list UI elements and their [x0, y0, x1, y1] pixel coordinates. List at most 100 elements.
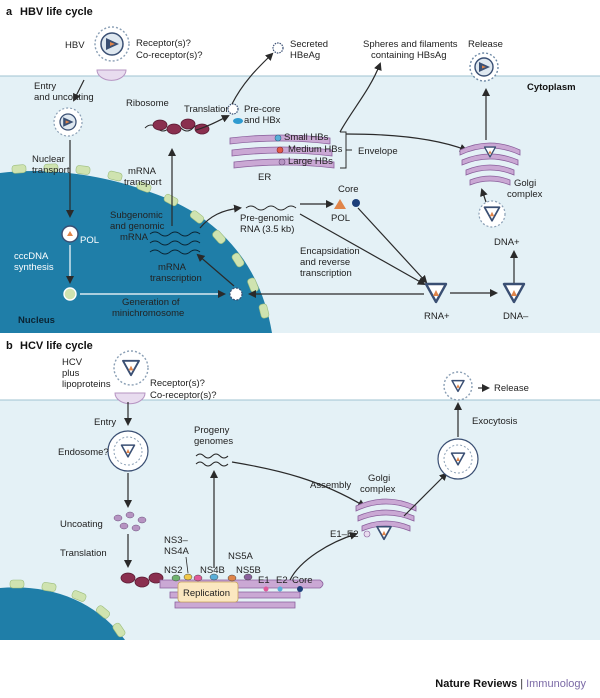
- cytoplasm-label: Cytoplasm: [527, 82, 576, 93]
- core-label-a: Core: [338, 184, 359, 195]
- hcv-virion: [113, 350, 149, 386]
- progeny-label-1: Progeny: [194, 425, 230, 436]
- panel-a: a HBV life cycle Cytoplasm Nucleus: [0, 6, 600, 333]
- e2-label: E2: [276, 575, 288, 586]
- core-label-b: Core: [292, 575, 313, 586]
- nuclear-transport-label-1: Nuclear: [32, 154, 65, 165]
- uncoating-label: and uncoating: [34, 92, 94, 103]
- cccdna-label-1: cccDNA: [14, 251, 49, 262]
- ns2-label: NS2: [164, 565, 182, 576]
- progeny-waves: [195, 453, 229, 467]
- assembly-label: Assembly: [310, 480, 351, 491]
- generation-label-2: minichromosome: [112, 308, 184, 319]
- receptor-shape-b: [114, 392, 146, 405]
- dna-plus-virion: [478, 200, 506, 228]
- pol-protein-a: [334, 199, 346, 209]
- panel-b: b HCV life cycle HCV plus lipoproteins R…: [0, 340, 600, 640]
- credit-separator: |: [520, 678, 524, 690]
- released-hbv-virion: [469, 52, 499, 82]
- endosome-label: Endosome?: [58, 447, 109, 458]
- hbv-label: HBV: [65, 40, 85, 51]
- pregenomic-label-2: RNA (3.5 kb): [240, 224, 294, 235]
- hcv-label-2: plus: [62, 368, 80, 379]
- ns4b-label: NS4B: [200, 565, 225, 576]
- pol-cytoplasm-label: POL: [331, 213, 350, 224]
- uncoating-label-b: Uncoating: [60, 519, 103, 530]
- subgenomic-label-2: and genomic: [110, 221, 165, 232]
- er-label: ER: [258, 172, 271, 183]
- rna-plus-label: RNA+: [424, 311, 450, 322]
- released-hcv-virion: [443, 371, 473, 401]
- encapsidation-label-1: Encapsidation: [300, 246, 360, 257]
- coreceptor-label-a: Co-receptor(s)?: [136, 50, 203, 61]
- hcv-label-3: lipoproteins: [62, 379, 111, 390]
- panel-a-letter: a: [6, 6, 13, 18]
- large-hbs-label: Large HBs: [288, 156, 333, 167]
- subgenomic-label-3: mRNA: [120, 232, 149, 243]
- precore-label-2: and HBx: [244, 115, 281, 126]
- mrna-transport-label-2: transport: [124, 177, 162, 188]
- nuclear-pores-b: [9, 579, 126, 638]
- encapsidation-label-3: transcription: [300, 268, 352, 279]
- release-label-a: Release: [468, 39, 503, 50]
- uncoating-virion: [53, 107, 83, 137]
- entry-label-b: Entry: [94, 417, 116, 428]
- translation-label-b: Translation: [60, 548, 107, 559]
- medium-hbs-label: Medium HBs: [288, 144, 343, 155]
- exocytosis-vesicle: [437, 438, 479, 480]
- pol-nucleus-label: POL: [80, 235, 99, 246]
- release-label-b: Release: [494, 383, 529, 394]
- hbv-virion: [94, 26, 130, 62]
- mrna-transcription-label-2: transcription: [150, 273, 202, 284]
- ribosome-cluster-b: [120, 572, 164, 588]
- nucleus-shape-b: [0, 587, 125, 640]
- secreted-hbeag-particle: [272, 42, 284, 54]
- generation-label-1: Generation of: [122, 297, 180, 308]
- mrna-transport-label-1: mRNA: [128, 166, 157, 177]
- golgi-b-label-1: Golgi: [368, 473, 390, 484]
- translation-label-a: Translation: [184, 104, 231, 115]
- pregenomic-label-1: Pre-genomic: [240, 213, 294, 224]
- golgi-a: [459, 142, 521, 186]
- hbx-particle: [233, 118, 243, 124]
- secreted-label-2: HBeAg: [290, 50, 320, 61]
- progeny-label-2: genomes: [194, 436, 233, 447]
- nuclear-transport-label-2: transport: [32, 165, 70, 176]
- entry-label: Entry: [34, 81, 56, 92]
- endosome: [107, 430, 149, 472]
- credit-section: Immunology: [526, 678, 586, 690]
- pregenomic-rna-wave: [245, 205, 297, 211]
- receptor-label-a: Receptor(s)?: [136, 38, 191, 49]
- secreted-label-1: Secreted: [290, 39, 328, 50]
- mrna-transcription-label-1: mRNA: [158, 262, 187, 273]
- nucleus-label: Nucleus: [18, 315, 55, 326]
- hcv-label-1: HCV: [62, 357, 83, 368]
- ns5a-label: NS5A: [228, 551, 253, 562]
- subgenomic-label-1: Subgenomic: [110, 210, 163, 221]
- nuclear-capsid: [61, 225, 79, 243]
- cccdna-label-2: synthesis: [14, 262, 54, 273]
- ns5b-label: NS5B: [236, 565, 261, 576]
- cccdna-circle: [63, 287, 77, 301]
- precore-label-1: Pre-core: [244, 104, 280, 115]
- ns3-label-1: NS3–: [164, 535, 188, 546]
- panel-b-letter: b: [6, 340, 13, 352]
- credit-journal: Nature Reviews: [435, 678, 518, 690]
- receptor-shape: [96, 69, 127, 81]
- precore-particle: [227, 103, 239, 115]
- dna-plus-label: DNA+: [494, 237, 520, 248]
- panel-b-title: HCV life cycle: [20, 340, 93, 352]
- e1-label: E1: [258, 575, 270, 586]
- figure-credit: Nature Reviews|Immunology: [435, 678, 586, 690]
- small-hbs-label: Small HBs: [284, 132, 329, 143]
- mrna-waves: [149, 231, 201, 255]
- encapsidation-label-2: and reverse: [300, 257, 350, 268]
- ns3-label-2: NS4A: [164, 546, 189, 557]
- golgi-a-label-1: Golgi: [514, 178, 536, 189]
- panel-a-title: HBV life cycle: [20, 6, 93, 18]
- ns-proteins: [171, 573, 253, 582]
- golgi-b-label-2: complex: [360, 484, 396, 495]
- spheres-label-1: Spheres and filaments: [363, 39, 458, 50]
- uncoated-particles: [113, 511, 147, 532]
